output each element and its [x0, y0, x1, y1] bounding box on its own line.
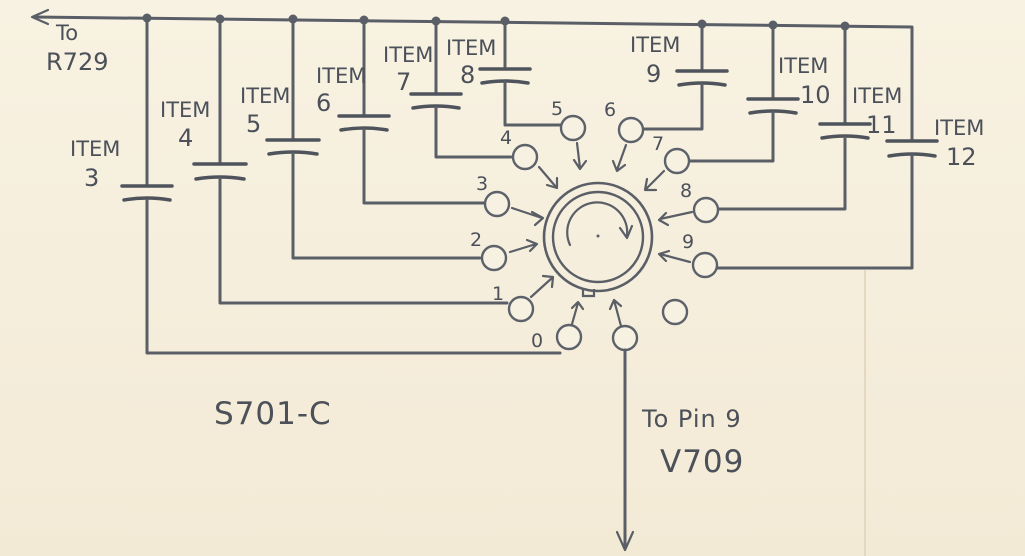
to-r729-label: To: [55, 21, 78, 45]
rotor-tab: [581, 289, 596, 298]
item-label-9: ITEM: [630, 33, 680, 57]
capacitor-item-6: [337, 18, 486, 205]
position-label-5: 5: [551, 98, 563, 120]
contact-7: [663, 147, 691, 175]
position-label-0: 0: [531, 330, 543, 352]
switch-outer-ring: [542, 181, 654, 293]
item-label-3: ITEM: [70, 137, 120, 161]
item-label-7: ITEM: [383, 43, 433, 67]
contact-5: [559, 114, 587, 142]
capacitor-item-10: [688, 23, 800, 163]
switch-contacts: [480, 114, 720, 352]
capacitor-item-9: [641, 22, 729, 131]
item-label-5: ITEM: [240, 84, 290, 108]
capacitor-item-7: [409, 19, 513, 159]
switch-rotor: [551, 190, 645, 284]
contact-spare: [661, 298, 689, 326]
capacitor-item-4: [192, 17, 509, 305]
item-label-11: ITEM: [852, 84, 902, 108]
rotation-arrow: [566, 201, 629, 247]
item-number-11: 11: [866, 111, 897, 139]
item-label-10: ITEM: [778, 54, 828, 78]
position-label-3: 3: [476, 173, 488, 195]
item-label-12: ITEM: [934, 116, 984, 140]
top-bus-wire: [32, 15, 914, 142]
item-label-8: ITEM: [446, 36, 496, 60]
capacitor-labels: ITEM 3 ITEM 4 ITEM 5 ITEM 6 ITEM 7 ITEM …: [70, 33, 984, 192]
item-number-9: 9: [646, 60, 661, 88]
item-label-4: ITEM: [160, 98, 210, 122]
position-arrows: [508, 141, 694, 328]
position-label-2: 2: [470, 229, 482, 251]
position-label-8: 8: [680, 180, 692, 202]
contact-8: [692, 196, 720, 224]
bus-arrow-left: [30, 8, 50, 26]
rotary-switch: [542, 181, 654, 298]
item-number-5: 5: [246, 110, 261, 138]
rotation-arrow-head: [618, 224, 634, 240]
contact-3: [483, 190, 511, 218]
output-arrow: [615, 530, 635, 552]
position-label-1: 1: [492, 283, 504, 305]
item-number-3: 3: [84, 164, 99, 192]
contact-6: [617, 116, 645, 144]
item-number-7: 7: [396, 68, 411, 96]
item-number-10: 10: [800, 81, 831, 109]
contact-common: [611, 324, 639, 352]
to-pin-label: To Pin 9: [641, 405, 742, 433]
item-number-12: 12: [946, 143, 977, 171]
capacitor-item-5: [265, 17, 482, 260]
capacitor-item-3: [120, 16, 562, 355]
switch-name-label: S701-C: [214, 396, 332, 432]
r729-label: R729: [46, 48, 108, 76]
contact-4: [511, 143, 539, 171]
contact-0: [555, 323, 583, 351]
contact-2: [480, 244, 508, 272]
position-labels: 0 1 2 3 4 5 6 7 8 9: [470, 98, 694, 352]
item-number-4: 4: [178, 124, 193, 152]
item-number-6: 6: [316, 89, 331, 117]
item-number-8: 8: [460, 61, 475, 89]
contact-9: [691, 251, 719, 279]
position-label-6: 6: [604, 99, 616, 121]
item-label-6: ITEM: [316, 64, 366, 88]
capacitor-item-8: [478, 19, 563, 127]
rotor-center: [596, 234, 600, 238]
position-label-7: 7: [652, 133, 664, 155]
contact-1: [507, 295, 535, 323]
tube-label: V709: [660, 444, 744, 480]
capacitor-item-11: [717, 24, 872, 211]
capacitor-item-12: [715, 139, 939, 270]
position-label-9: 9: [682, 231, 694, 253]
position-label-4: 4: [500, 127, 512, 149]
